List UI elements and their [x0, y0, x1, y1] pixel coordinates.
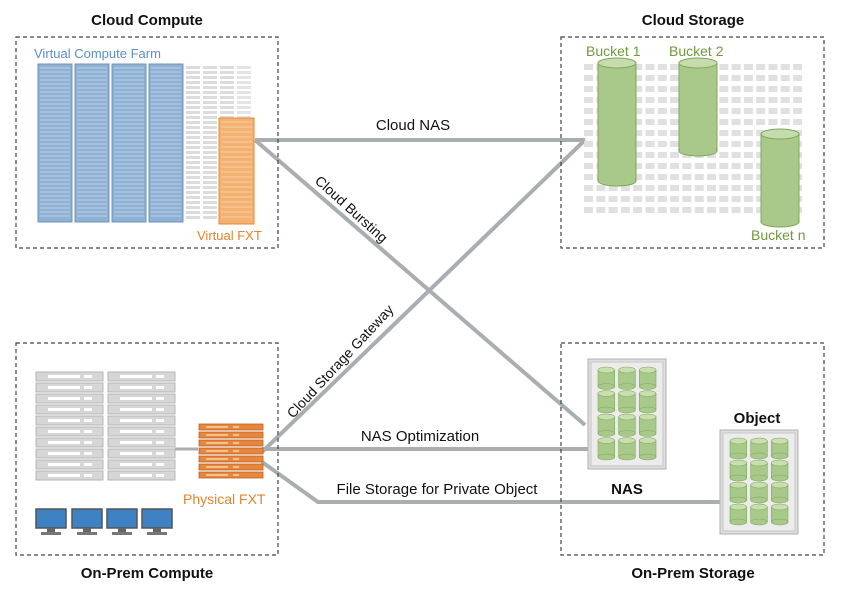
nas-optimization-label: NAS Optimization [361, 428, 479, 445]
cloud-bursting-line [253, 138, 587, 427]
virtual-compute-farm [37, 63, 255, 225]
bucket-label: Bucket 2 [669, 43, 724, 59]
physical-fxt-icon [198, 423, 264, 479]
cloud-compute-zone [15, 36, 279, 249]
nas-label: NAS [611, 481, 643, 498]
onprem-storage-zone [560, 342, 825, 556]
virtual-fxt-label: Virtual FXT [197, 228, 262, 243]
virtual-fxt-icon [218, 117, 255, 225]
physical-fxt-label: Physical FXT [183, 491, 266, 507]
workstation-monitors [35, 508, 173, 535]
bucket-label: Bucket n [751, 227, 805, 243]
cloud-storage-zone [560, 36, 825, 249]
object-storage-icon [719, 429, 799, 535]
buckets: Bucket 1 Bucket 2 Bucket n [586, 43, 805, 243]
physical-server-racks [35, 371, 176, 481]
cylinder-icon [760, 128, 800, 228]
monitor-icon [35, 508, 67, 535]
file-storage-private-object-line [260, 460, 720, 504]
connector-lines [253, 138, 720, 504]
cylinder-icon [678, 57, 718, 157]
cloud-storage-title: Cloud Storage [642, 12, 745, 29]
onprem-storage-title: On-Prem Storage [631, 565, 754, 582]
nas-icon [587, 358, 667, 470]
object-label: Object [734, 410, 781, 427]
cloud-storage-gateway-label: Cloud Storage Gateway [283, 301, 396, 421]
bucket-1: Bucket 1 [586, 43, 641, 187]
monitor-icon [141, 508, 173, 535]
cloud-nas-label: Cloud NAS [376, 117, 450, 134]
cloud-bursting-label: Cloud Bursting [312, 172, 391, 245]
monitor-icon [106, 508, 138, 535]
virtual-server-racks [37, 63, 184, 223]
bucket-3: Bucket n [751, 128, 805, 243]
cloud-storage-gateway-line [260, 138, 587, 454]
onprem-compute-zone [15, 342, 279, 556]
bucket-label: Bucket 1 [586, 43, 641, 59]
cloud-compute-title: Cloud Compute [91, 12, 203, 29]
onprem-compute-title: On-Prem Compute [81, 565, 214, 582]
monitor-icon [71, 508, 103, 535]
bucket-2: Bucket 2 [669, 43, 724, 157]
file-storage-private-object-label: File Storage for Private Object [337, 481, 539, 498]
virtual-compute-farm-label: Virtual Compute Farm [34, 46, 161, 61]
cylinder-icon [597, 57, 637, 187]
